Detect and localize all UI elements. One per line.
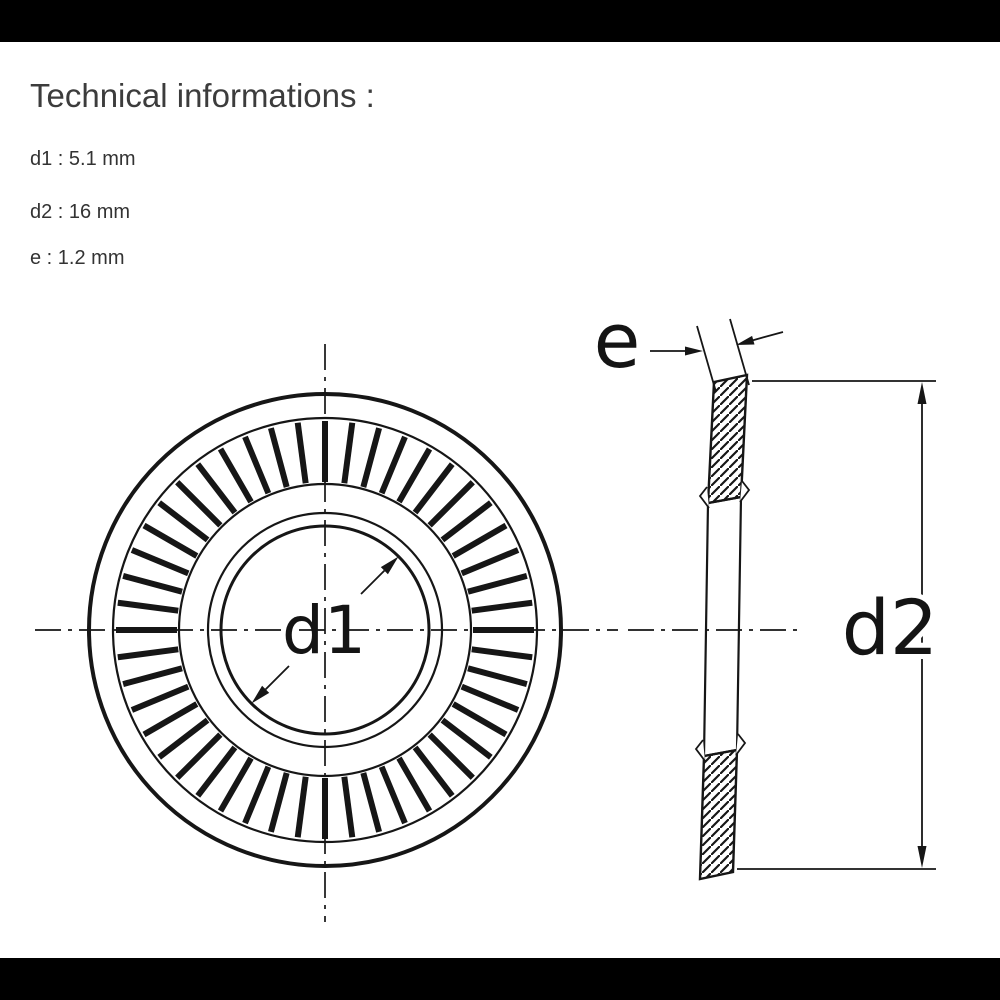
serration-line: [460, 547, 520, 577]
serration-line: [175, 480, 223, 528]
serration-line: [341, 776, 356, 838]
serration-line: [268, 772, 290, 833]
serration-line: [427, 480, 475, 528]
serration-line: [460, 683, 520, 713]
top-black-bar: [0, 0, 1000, 42]
e-extension-line-left: [696, 325, 717, 393]
serration-line: [130, 547, 190, 577]
serration-line: [117, 599, 179, 614]
serration-line: [427, 732, 475, 780]
e-extension-line-right: [729, 318, 750, 386]
serration-line: [130, 683, 190, 713]
serration-line: [142, 522, 199, 559]
serration-line: [195, 462, 238, 515]
serration-line: [378, 435, 408, 495]
serration-line: [175, 732, 223, 780]
d1-arrow-line-upper: [360, 569, 386, 595]
notch-bottom-right: [735, 733, 747, 756]
page-title: Technical informations :: [30, 77, 375, 114]
side-view: e d2: [594, 296, 943, 881]
notch-top-right: [739, 480, 751, 503]
d1-arrowhead-lower: [251, 685, 270, 704]
serration-line: [396, 756, 433, 813]
e-arrowhead-right: [736, 335, 755, 345]
serration-line: [242, 435, 272, 495]
serration-line: [268, 427, 290, 488]
d2-label: d2: [842, 583, 939, 672]
section-bottom-hatched: [698, 748, 739, 881]
serration-line: [122, 665, 183, 687]
bottom-black-bar: [0, 958, 1000, 1000]
e-arrow-line-right: [752, 331, 784, 342]
serration-line: [451, 701, 508, 738]
serration-line: [471, 646, 533, 661]
serration-line: [195, 745, 238, 798]
serration-line: [360, 772, 382, 833]
serration-line: [440, 717, 493, 760]
d1-arrow-line-lower: [264, 665, 290, 691]
serration-line: [294, 776, 309, 838]
spec-d1: d1 : 5.1 mm: [30, 148, 136, 170]
serration-line: [396, 447, 433, 504]
d1-arrowhead-upper: [380, 556, 399, 575]
serration-line: [471, 599, 533, 614]
serration-line: [360, 427, 382, 488]
serration-line: [142, 701, 199, 738]
serration-line: [157, 717, 210, 760]
d1-label: d1: [282, 592, 366, 669]
serration-line: [467, 665, 528, 687]
serration-line: [294, 422, 309, 484]
serration-line: [122, 573, 183, 595]
notch-top-left: [698, 486, 710, 509]
e-label: e: [594, 296, 641, 385]
section-top-hatched: [706, 373, 749, 505]
notch-bottom-left: [694, 739, 706, 762]
serration-line: [217, 447, 254, 504]
section-middle: [702, 495, 743, 758]
serration-line: [242, 765, 272, 825]
front-view: d1: [35, 344, 618, 922]
serration-lines: [116, 421, 534, 839]
serration-line: [412, 462, 455, 515]
d2-arrowhead-bottom: [917, 846, 927, 868]
serration-line: [157, 500, 210, 543]
serration-line: [217, 756, 254, 813]
serration-line: [440, 500, 493, 543]
e-arrowhead-left: [685, 346, 703, 356]
serration-line: [341, 422, 356, 484]
d2-arrowhead-top: [917, 382, 927, 404]
serration-line: [412, 745, 455, 798]
serration-line: [117, 646, 179, 661]
serration-line: [467, 573, 528, 595]
serration-line: [378, 765, 408, 825]
spec-e: e : 1.2 mm: [30, 247, 124, 269]
spec-d2: d2 : 16 mm: [30, 201, 130, 223]
serration-line: [451, 522, 508, 559]
